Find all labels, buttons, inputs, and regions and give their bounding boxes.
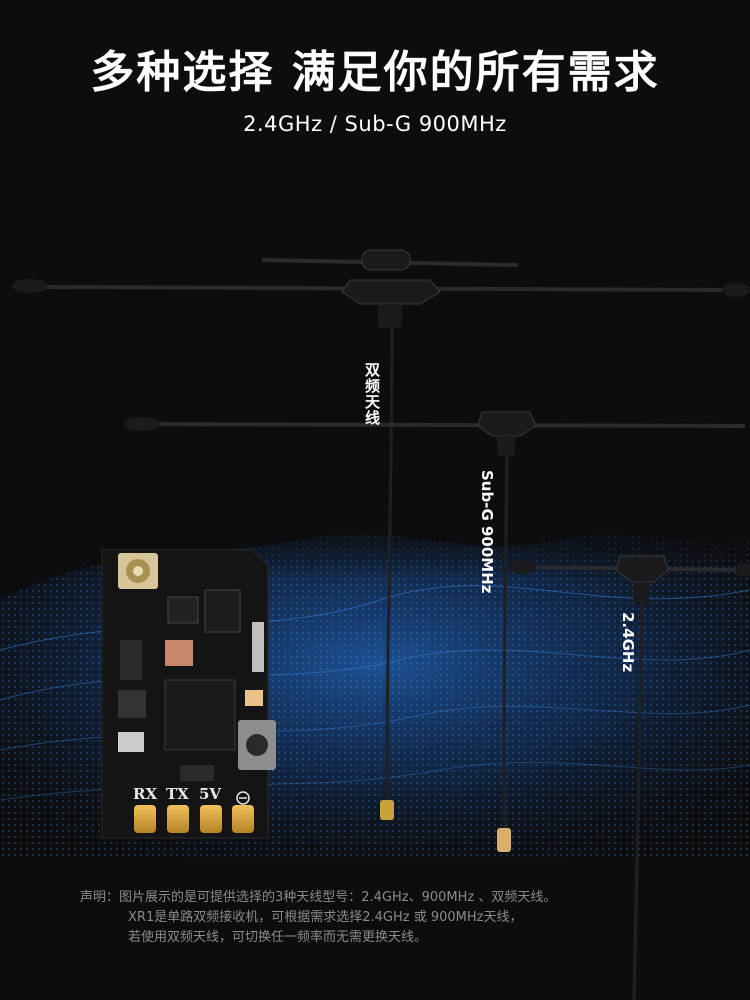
pad-label-tx: TX xyxy=(166,785,189,803)
frequency-subline: 2.4GHz / Sub-G 900MHz xyxy=(243,112,507,136)
disclaimer-line-1: 声明：图片展示的是可提供选择的3种天线型号：2.4GHz、900MHz 、双频天… xyxy=(80,890,557,905)
receiver-board xyxy=(101,549,276,839)
disclaimer-line-3: 若使用双频天线，可切换任一频率而无需更换天线。 xyxy=(128,930,428,945)
disclaimer-line-2: XR1是单路双频接收机，可根据需求选择2.4GHz 或 900MHz天线， xyxy=(128,910,523,925)
disclaimer: 声明：图片展示的是可提供选择的3种天线型号：2.4GHz、900MHz 、双频天… xyxy=(0,888,750,948)
headline: 多种选择 满足你的所有需求 xyxy=(90,47,660,98)
subg-antenna xyxy=(124,411,746,852)
ghz-antenna xyxy=(508,555,750,1000)
pad-label-rx: RX xyxy=(133,785,158,803)
label-dual-band-antenna: 双频天线 xyxy=(363,362,381,426)
label-ghz-antenna: 2.4GHz xyxy=(619,612,637,673)
dual-band-antenna xyxy=(12,249,750,820)
pad-label-5v: 5V xyxy=(199,785,222,803)
label-subg-antenna: Sub-G 900MHz xyxy=(478,470,496,594)
